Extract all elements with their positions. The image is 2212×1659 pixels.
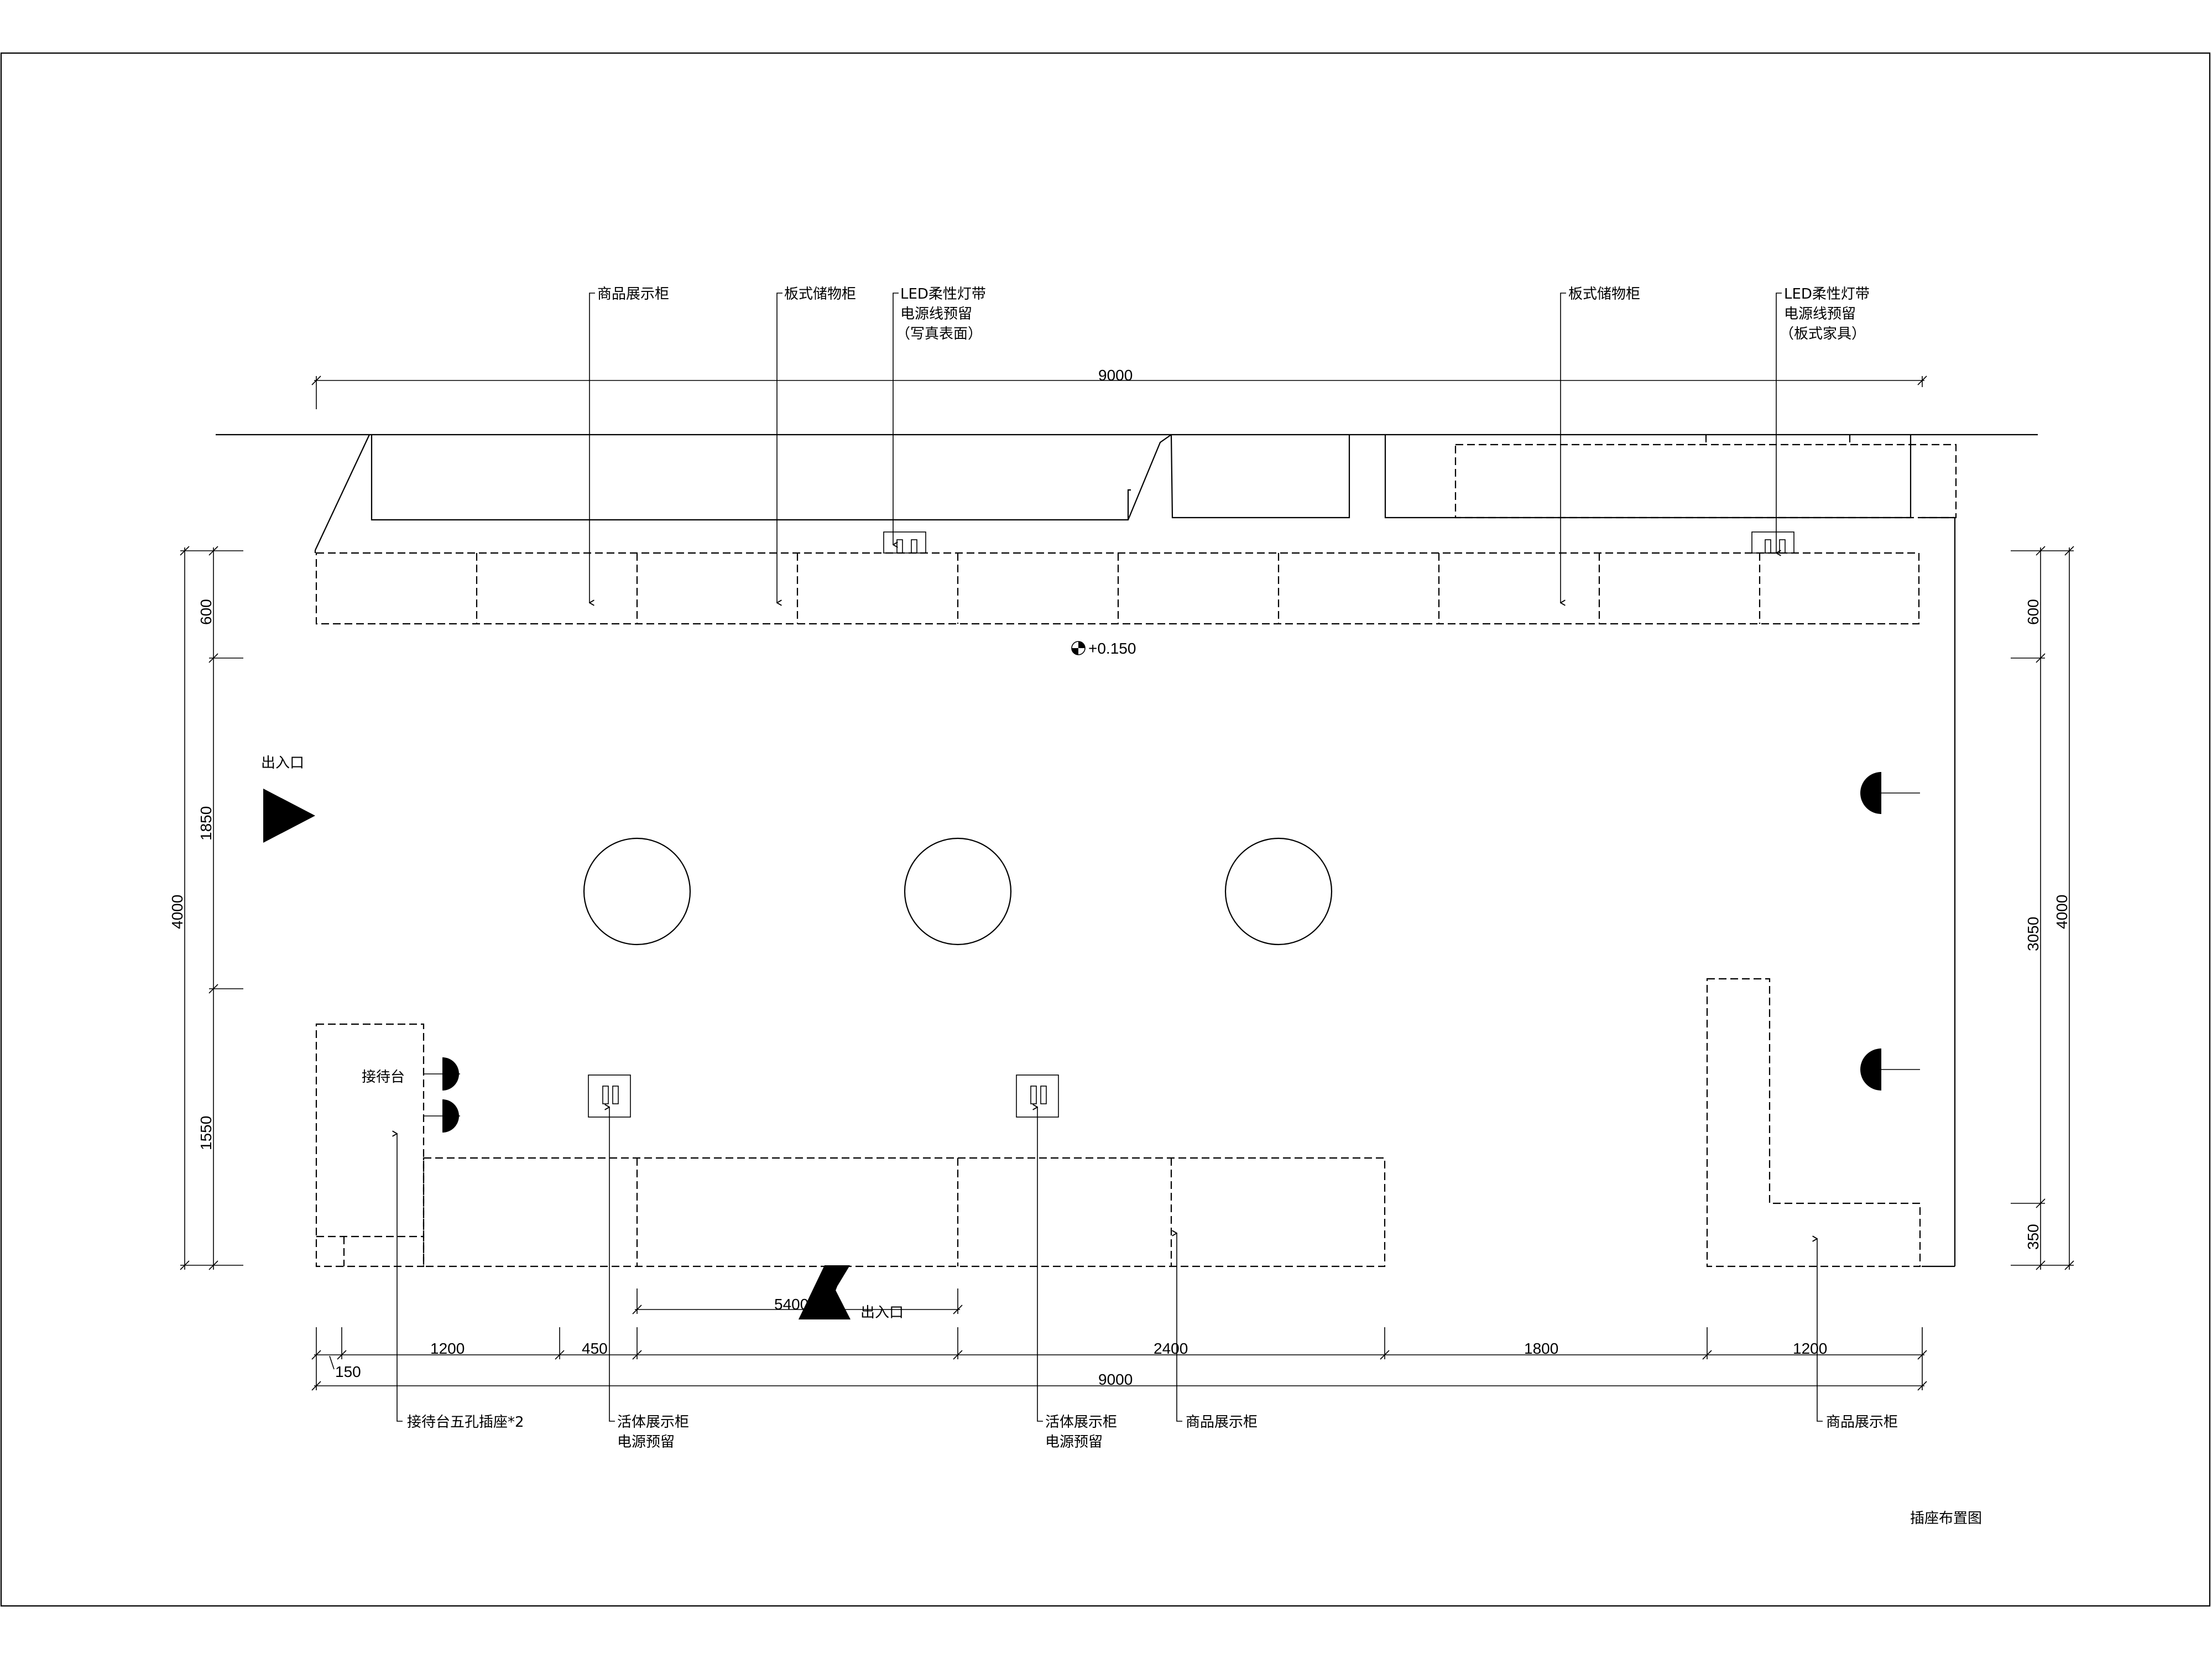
- label-live-cabinet-2-line1: 活体展示柜: [1045, 1414, 1117, 1431]
- reception-desk: [315, 1023, 442, 1267]
- elevation-label: +0.150: [1088, 640, 1136, 657]
- drawing-title: 插座布置图: [1910, 1510, 1982, 1527]
- dim-left-3: 1550: [197, 1116, 215, 1150]
- dim-right-overall: 4000: [2053, 895, 2070, 929]
- label-top-storage-cabinet-2: 板式储物柜: [1568, 286, 1640, 302]
- right-cabinet: [1706, 978, 1921, 1267]
- dim-bottom-2: 1200: [430, 1340, 465, 1357]
- label-led-strip2-line3: （板式家具）: [1780, 326, 1866, 342]
- label-top-display-cabinet: 商品展示柜: [597, 286, 669, 302]
- dim-left-1: 600: [197, 599, 215, 625]
- label-entrance-left: 出入口: [261, 755, 304, 771]
- leaders-bottom: [397, 1107, 1823, 1422]
- dim-bottom-6: 1200: [1793, 1340, 1827, 1357]
- label-led-strip2-line1: LED柔性灯带: [1784, 286, 1870, 302]
- dim-right-2: 3050: [2025, 917, 2042, 951]
- label-reception: 接待台: [362, 1069, 405, 1086]
- label-live-cabinet-1-line1: 活体展示柜: [617, 1414, 689, 1431]
- dim-bottom-5: 1800: [1524, 1340, 1558, 1357]
- round-table: [904, 837, 1012, 946]
- dim-left-overall: 4000: [169, 895, 186, 929]
- dim-right-1: 600: [2025, 599, 2042, 625]
- dim-top-overall: 9000: [1098, 367, 1133, 384]
- label-led-strip-line2: 电源线预留: [900, 306, 972, 322]
- top-dimension: [311, 375, 1927, 409]
- elevation-mark: [1071, 641, 1086, 655]
- bottom-cabinets: [422, 1157, 1386, 1267]
- walls: [216, 434, 2038, 1267]
- label-reception-sockets: 接待台五孔插座*2: [407, 1414, 524, 1431]
- left-dimensions: [180, 546, 243, 1270]
- label-live-cabinet-2-line2: 电源预留: [1045, 1434, 1103, 1451]
- dim-bottom-3: 450: [582, 1340, 608, 1357]
- leaders-top: [589, 293, 1782, 603]
- label-led-strip-line3: （写真表面）: [896, 326, 982, 342]
- dim-right-3: 350: [2025, 1224, 2042, 1250]
- label-entrance-bottom: 出入口: [860, 1305, 904, 1321]
- dim-bottom-1: 150: [335, 1363, 361, 1380]
- outlet-icon: [1751, 531, 1794, 554]
- dim-bottom-overall: 9000: [1098, 1371, 1133, 1388]
- floor-socket-icon: [1860, 1048, 1881, 1091]
- dim-entrance-width: 5400: [774, 1296, 808, 1313]
- right-dimensions: [2011, 546, 2074, 1270]
- entrance-arrow-icon: [799, 1267, 851, 1319]
- round-table: [1224, 837, 1333, 946]
- floor-socket-icon: [1860, 772, 1881, 814]
- label-led-strip-line1: LED柔性灯带: [900, 286, 986, 302]
- bottom-dimensions: [311, 1288, 1927, 1391]
- label-top-storage-cabinet: 板式储物柜: [784, 286, 856, 302]
- label-led-strip2-line2: 电源线预留: [1784, 306, 1856, 322]
- label-right-display-cabinet: 商品展示柜: [1826, 1414, 1898, 1431]
- label-live-cabinet-1-line2: 电源预留: [617, 1434, 675, 1451]
- outlet-icon: [883, 531, 926, 554]
- sheet-border: [0, 52, 2211, 1607]
- dim-bottom-4: 2400: [1154, 1340, 1188, 1357]
- top-cabinets: [315, 435, 1957, 625]
- label-bottom-display-cabinet: 商品展示柜: [1186, 1414, 1258, 1431]
- entrance-arrow-icon: [263, 789, 315, 843]
- round-table: [583, 837, 691, 946]
- dim-left-2: 1850: [197, 806, 215, 841]
